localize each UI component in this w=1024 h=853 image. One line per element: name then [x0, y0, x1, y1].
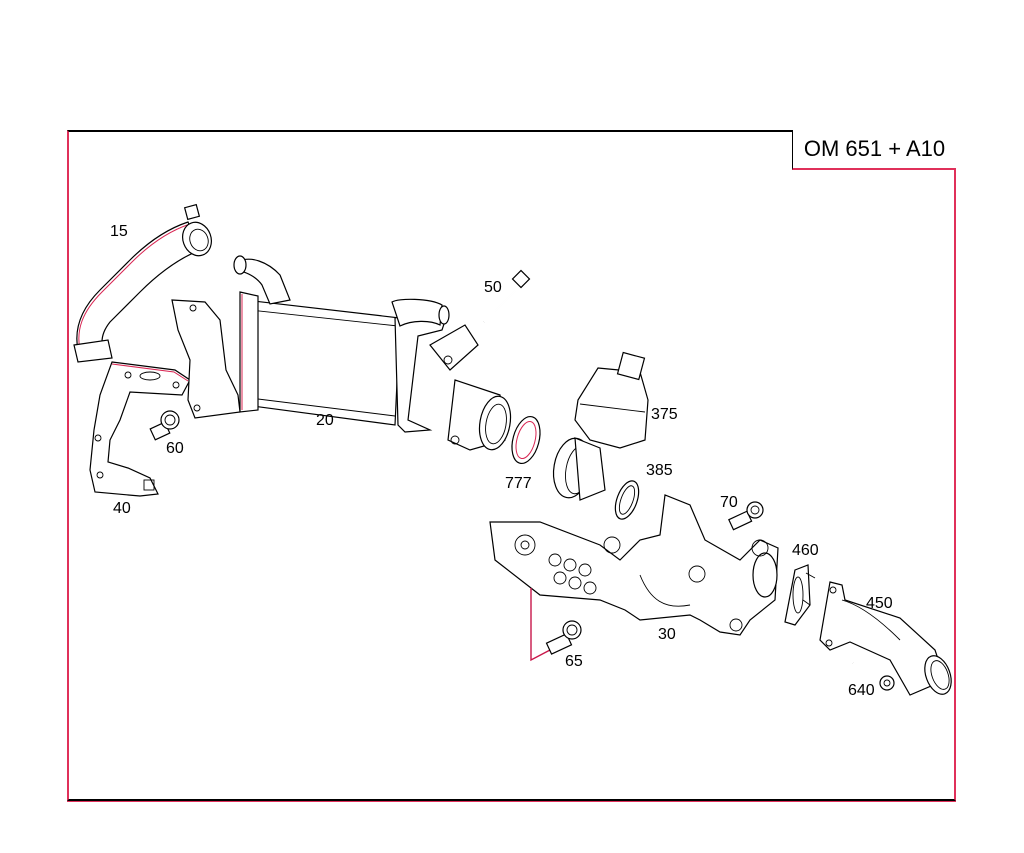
part-label-640[interactable]: 640: [848, 682, 875, 699]
part-460-gasket[interactable]: [784, 564, 816, 626]
part-label-65[interactable]: 65: [565, 653, 583, 670]
part-label-385[interactable]: 385: [646, 462, 673, 479]
part-385-gasket[interactable]: [611, 478, 643, 522]
part-label-15[interactable]: 15: [110, 223, 128, 240]
diagram-frame: [67, 130, 956, 801]
part-777-seal-ring[interactable]: [507, 413, 545, 466]
part-20-egr-cooler[interactable]: [171, 255, 514, 452]
part-label-30[interactable]: 30: [658, 626, 676, 643]
part-label-60[interactable]: 60: [166, 440, 184, 457]
part-65-bolt[interactable]: [530, 588, 582, 662]
part-375-egr-valve[interactable]: [549, 351, 649, 501]
part-450-pipe[interactable]: [819, 581, 956, 698]
part-label-777[interactable]: 777: [505, 475, 532, 492]
part-label-50[interactable]: 50: [484, 279, 502, 296]
part-label-375[interactable]: 375: [651, 406, 678, 423]
part-30-bracket[interactable]: [489, 494, 779, 636]
part-60-bolt[interactable]: [149, 410, 180, 441]
part-70-bolt[interactable]: [728, 501, 764, 531]
part-15-hose[interactable]: [73, 203, 216, 363]
part-40-bracket[interactable]: [89, 361, 191, 497]
part-label-20[interactable]: 20: [316, 412, 334, 429]
part-label-450[interactable]: 450: [866, 595, 893, 612]
part-label-70[interactable]: 70: [720, 494, 738, 511]
part-label-460[interactable]: 460: [792, 542, 819, 559]
part-50-bolt[interactable]: [483, 269, 531, 323]
part-640-bolt[interactable]: [852, 661, 895, 691]
diagram-title: OM 651 + A10: [792, 130, 956, 170]
part-label-40[interactable]: 40: [113, 500, 131, 517]
